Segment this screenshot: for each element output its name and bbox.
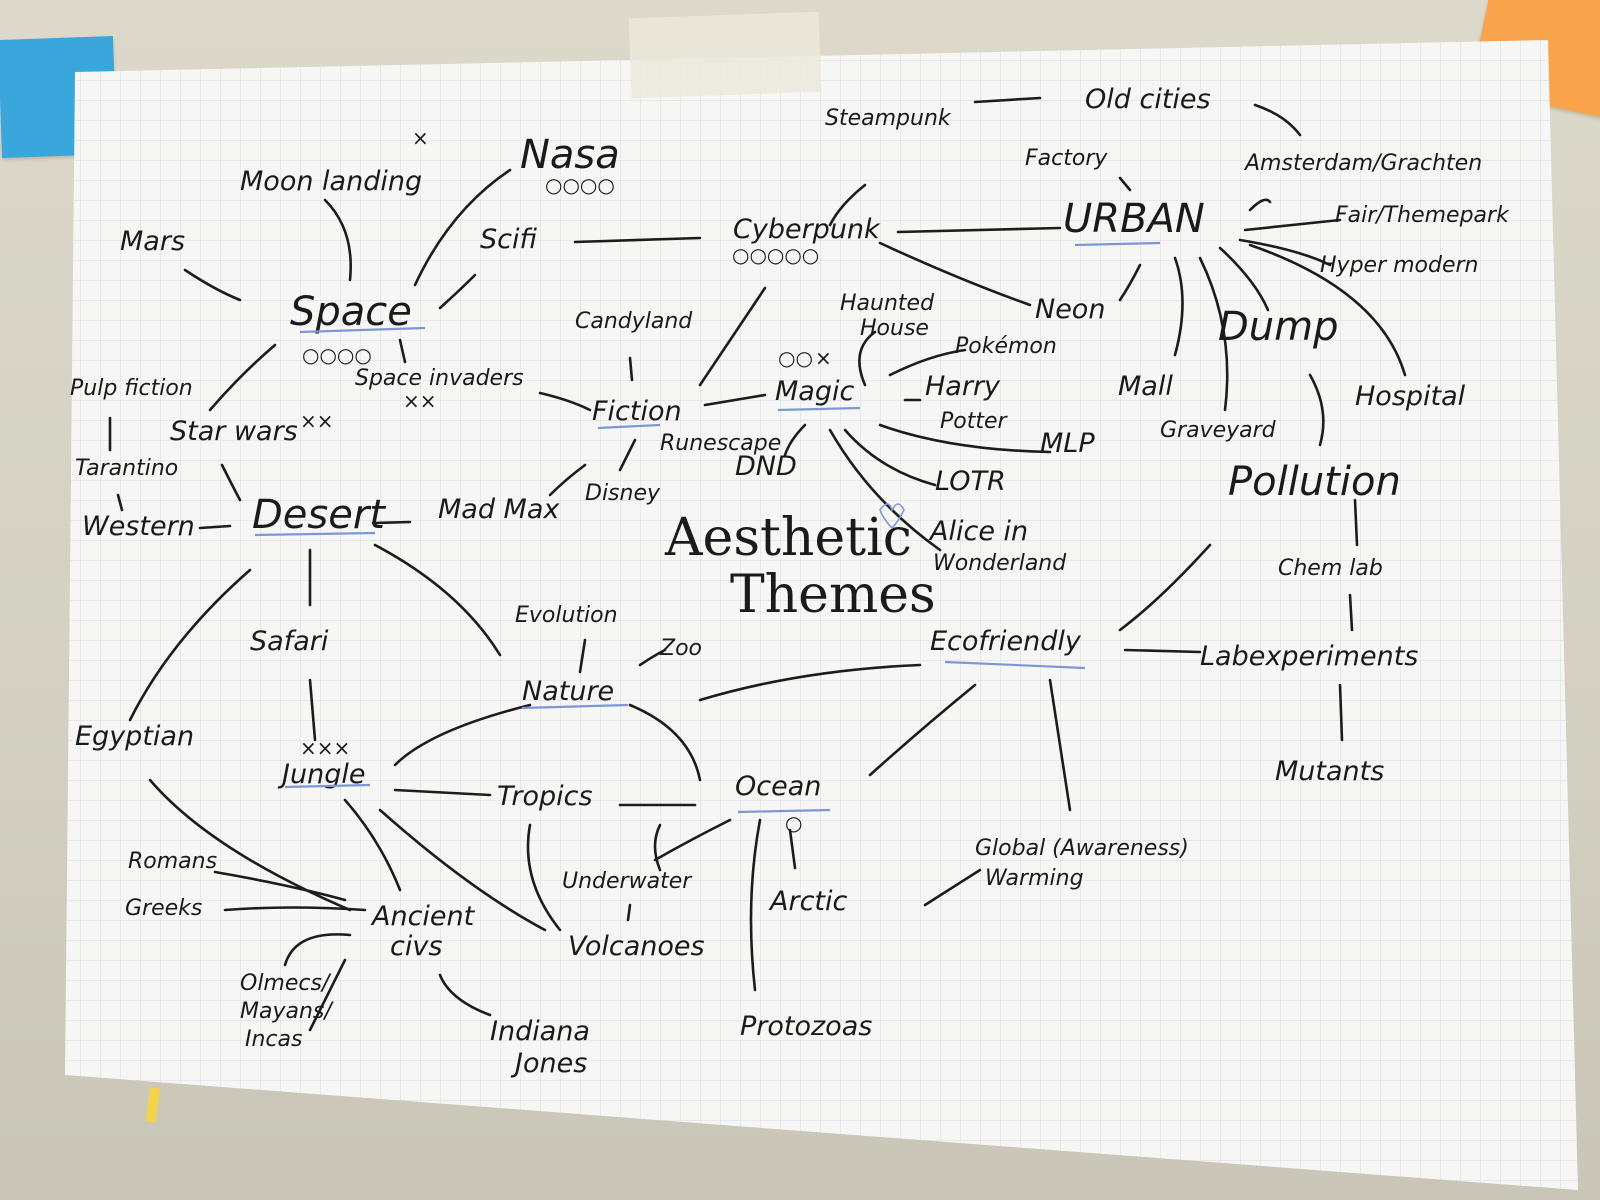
node-desert: Desert — [252, 492, 386, 538]
node-mad-max: Mad Max — [438, 494, 560, 525]
node-wonderland: Wonderland — [933, 551, 1067, 576]
node-urban: URBAN — [1063, 196, 1205, 242]
node-jones: Jones — [510, 1048, 587, 1079]
space-invaders-x: ×× — [403, 389, 437, 413]
node-arctic: Arctic — [768, 886, 848, 917]
ocean-dot: ○ — [785, 811, 802, 835]
node-zoo: Zoo — [659, 636, 702, 661]
node-factory: Factory — [1025, 146, 1108, 171]
node-magic: Magic — [775, 376, 854, 407]
ecofriendly-underline — [944, 660, 1086, 670]
node-runescape: Runescape — [660, 431, 781, 456]
cyberpunk-dots: ○○○○○ — [732, 243, 819, 267]
jungle-underline — [284, 783, 371, 789]
magic-underline — [777, 406, 861, 412]
node-space: Space — [290, 289, 412, 335]
magic-x: × — [815, 346, 832, 370]
node-olmecs: Olmecs/ — [240, 971, 332, 996]
node-hospital: Hospital — [1355, 381, 1466, 412]
node-hyper-modern: Hyper modern — [1320, 253, 1478, 278]
node-chem-lab: Chem lab — [1278, 556, 1383, 581]
node-ocean: Ocean — [735, 771, 821, 802]
node-space-invaders: Space invaders — [355, 366, 524, 391]
star-wars-x: ×× — [300, 409, 334, 433]
node-mlp: MLP — [1040, 428, 1095, 459]
node-star-wars: Star wars — [170, 416, 298, 447]
node-incas: Incas — [245, 1027, 302, 1052]
node-ancient-civs: Ancient — [370, 901, 476, 932]
node-western: Western — [82, 511, 195, 542]
node-cyberpunk: Cyberpunk — [733, 214, 881, 245]
magic-dots: ○○ — [778, 346, 813, 370]
node-steampunk: Steampunk — [825, 106, 952, 131]
node-lab-experiments: Labexperiments — [1200, 641, 1418, 672]
heart-icon — [879, 503, 905, 530]
node-global: Global (Awareness) — [975, 836, 1189, 861]
urban-underline — [1074, 241, 1161, 247]
node-underwater: Underwater — [562, 869, 693, 894]
space-underline — [299, 326, 426, 334]
nasa-dots: ○○○○ — [545, 173, 615, 197]
node-warming: Warming — [985, 866, 1084, 891]
title-line-2: Themes — [730, 565, 936, 625]
node-tropics: Tropics — [497, 781, 593, 812]
node-house: House — [860, 316, 929, 341]
node-romans: Romans — [128, 849, 217, 874]
vote-marks: ○○○○ ○○○○○ ○○○○ ○○ × × ×× ×× ××× ○ — [300, 126, 832, 835]
node-graveyard: Graveyard — [1160, 418, 1277, 443]
node-safari: Safari — [250, 626, 329, 657]
node-dnd: DND — [735, 451, 797, 482]
node-nasa: Nasa — [520, 132, 620, 178]
nature-underline — [521, 703, 629, 710]
node-ancient-civs-2: civs — [390, 931, 442, 962]
node-mars: Mars — [120, 226, 185, 257]
node-fiction: Fiction — [592, 396, 682, 427]
ocean-underline — [737, 808, 831, 814]
node-moon-landing: Moon landing — [240, 166, 422, 197]
node-greeks: Greeks — [125, 896, 202, 921]
fiction-underline — [597, 423, 661, 430]
space-dots: ○○○○ — [302, 343, 372, 367]
connector-lines — [108, 96, 1407, 1032]
node-volcanoes: Volcanoes — [568, 931, 705, 962]
tape-strip — [628, 11, 822, 99]
node-mutants: Mutants — [1275, 756, 1384, 787]
title-line-1: Aesthetic — [664, 508, 912, 568]
node-candyland: Candyland — [575, 309, 693, 334]
node-protozoas: Protozoas — [740, 1011, 872, 1042]
node-old-cities: Old cities — [1085, 84, 1211, 115]
paper-grid — [65, 40, 1578, 1190]
mindmap-nodes: Moon landing Nasa Scifi Mars Space Space… — [70, 84, 1510, 1079]
node-alice: Alice in — [928, 516, 1028, 547]
node-lotr: LOTR — [935, 466, 1006, 497]
node-mayans: Mayans/ — [240, 999, 334, 1024]
node-amsterdam: Amsterdam/Grachten — [1243, 151, 1482, 176]
node-harry: Harry — [925, 371, 1001, 402]
node-disney: Disney — [585, 481, 661, 506]
node-mall: Mall — [1118, 371, 1173, 402]
node-tarantino: Tarantino — [75, 456, 178, 481]
node-scifi: Scifi — [480, 224, 537, 255]
node-ecofriendly: Ecofriendly — [930, 626, 1082, 657]
node-pokemon: Pokémon — [955, 334, 1057, 359]
node-evolution: Evolution — [515, 603, 618, 628]
node-dump: Dump — [1218, 304, 1339, 350]
node-indiana: Indiana — [490, 1016, 590, 1047]
node-neon: Neon — [1035, 294, 1105, 325]
node-nature: Nature — [522, 676, 614, 707]
node-pulp-fiction: Pulp fiction — [70, 376, 193, 401]
jungle-x: ××× — [300, 736, 350, 760]
node-fair: Fair/Themepark — [1335, 203, 1510, 228]
node-pollution: Pollution — [1228, 459, 1401, 505]
node-haunted: Haunted — [840, 291, 935, 316]
desert-underline — [254, 531, 376, 537]
central-title: Aesthetic Themes — [664, 508, 936, 625]
moon-landing-x: × — [412, 126, 429, 150]
node-potter: Potter — [940, 409, 1009, 434]
node-egyptian: Egyptian — [75, 721, 194, 752]
